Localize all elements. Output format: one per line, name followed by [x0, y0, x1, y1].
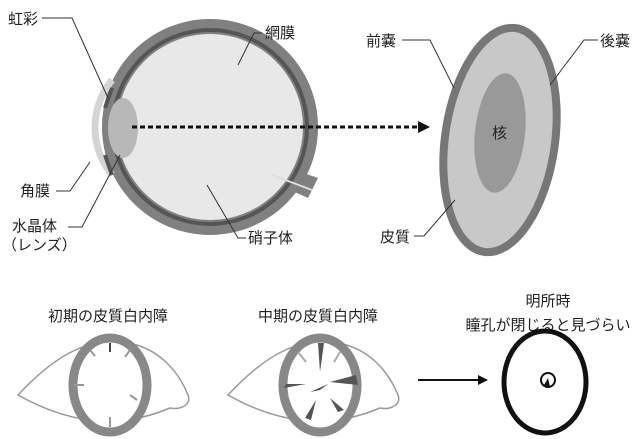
title-middle: 中期の皮質白内障: [258, 307, 378, 325]
title-early: 初期の皮質白内障: [48, 307, 168, 325]
lens-enlarged: [439, 23, 561, 257]
arrow-head-icon: [478, 375, 488, 385]
arrow-head-icon: [418, 121, 430, 133]
label-cornea: 角膜: [20, 182, 50, 200]
label-vitreous: 硝子体: [248, 229, 293, 247]
label-nucleus: 核: [492, 124, 507, 142]
label-posterior-capsule: 後嚢: [600, 32, 630, 50]
eyeball: [91, 19, 318, 235]
lens: [108, 98, 138, 158]
middle-cataract-eye: [226, 333, 400, 437]
label-anterior-capsule: 前嚢: [366, 32, 396, 50]
label-lens: 水晶体: [12, 217, 57, 235]
label-retina: 網膜: [265, 24, 295, 42]
title-bright-2: 瞳孔が閉じると見づらい: [465, 316, 630, 334]
early-cataract-eye: [16, 333, 190, 437]
label-lens-sub: （レンズ）: [2, 236, 77, 254]
nucleus: [474, 73, 526, 193]
title-bright-1: 明所時: [525, 292, 570, 310]
label-iris: 虹彩: [8, 10, 38, 28]
label-cortex: 皮質: [380, 228, 410, 246]
constricted-pupil: [501, 328, 589, 436]
